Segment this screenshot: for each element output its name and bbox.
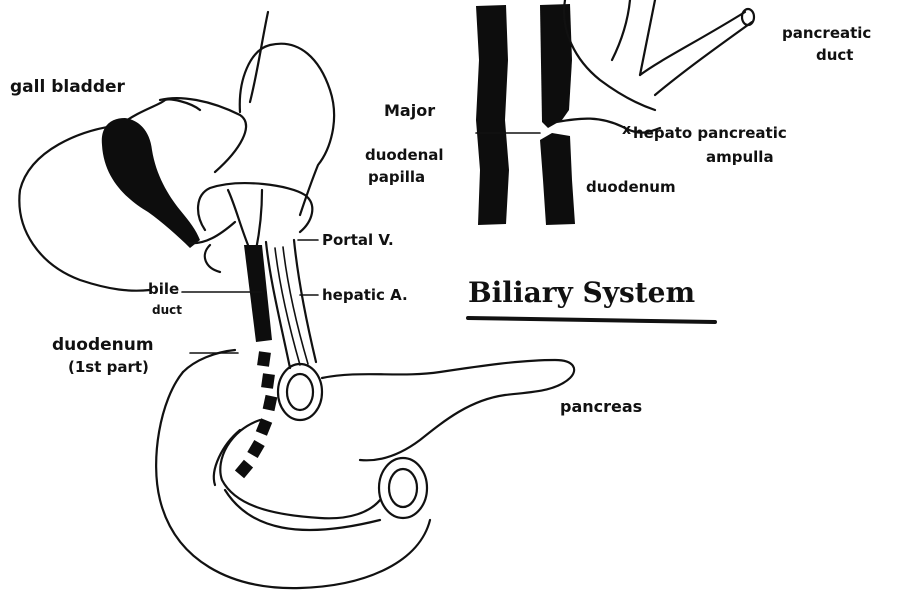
label-bile: bile — [148, 280, 179, 298]
hepatic-duct-left — [228, 190, 248, 245]
diagram-title: Biliary System — [468, 276, 695, 309]
label-pancreatic: pancreatic — [782, 24, 871, 42]
label-pancreatic-duct: duct — [816, 46, 853, 64]
pancreas-outline — [322, 360, 574, 460]
common-duct-inset — [564, 0, 655, 110]
duodenum-distal-end — [379, 458, 427, 518]
duodenal-wall-right — [540, 4, 572, 128]
label-portal-v: Portal V. — [322, 231, 394, 249]
label-duodenum-main: duodenum — [52, 335, 154, 355]
ampulla-marker: x — [622, 122, 631, 138]
portal-vein — [266, 240, 316, 368]
label-major: Major — [384, 101, 435, 120]
label-gall-bladder: gall bladder — [10, 77, 126, 97]
label-ampulla: ampulla — [706, 148, 774, 166]
label-duodenum-inset: duodenum — [586, 178, 676, 196]
hepatic-duct-right — [256, 190, 262, 250]
liver-lobe-left — [160, 98, 246, 172]
label-hepato-pancreatic: hepato pancreatic — [633, 124, 787, 142]
duodenum-cut-end — [278, 364, 322, 420]
duodenum-distal-lumen — [389, 469, 417, 507]
liver-lobe-upper — [240, 44, 334, 215]
bile-duct-retroduodenal — [235, 351, 277, 478]
label-duodenal: duodenal — [365, 146, 444, 164]
gall-bladder-shape — [102, 118, 200, 248]
duodenum-cut-lumen — [287, 374, 313, 410]
label-hepatic-a: hepatic A. — [322, 286, 408, 304]
duodenum-inner-curve-2 — [214, 430, 240, 485]
porta-hepatis-outline — [198, 183, 312, 232]
pancreatic-duct-tube — [640, 12, 752, 95]
label-bile-duct: duct — [152, 303, 182, 317]
pancreatic-duct-opening — [742, 9, 754, 25]
duodenum-lower-edge — [225, 490, 380, 530]
label-papilla: papilla — [368, 168, 425, 186]
label-pancreas: pancreas — [560, 397, 642, 416]
liver-lower-fold — [205, 245, 220, 272]
duodenal-wall-left — [476, 5, 509, 225]
label-first-part: (1st part) — [68, 358, 149, 376]
bile-duct-inset-top — [612, 0, 655, 75]
duodenal-wall-right-lower — [540, 133, 575, 225]
title-underline — [468, 318, 715, 322]
liver-outline — [19, 12, 334, 291]
duodenum-c-loop — [156, 372, 430, 588]
